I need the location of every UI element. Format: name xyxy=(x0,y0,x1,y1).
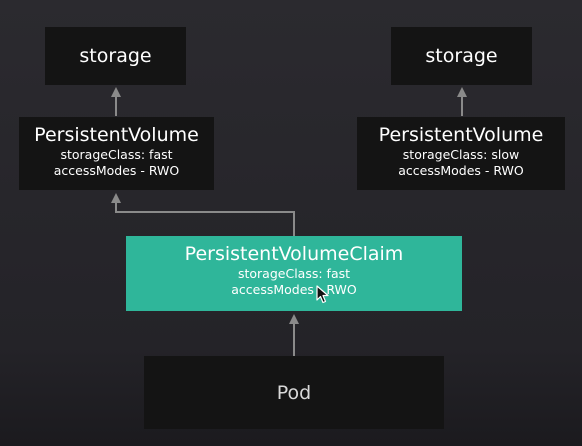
arrowhead-left-pv xyxy=(111,193,121,203)
left-persistent-volume-node: PersistentVolume storageClass: fast acce… xyxy=(19,117,214,190)
right-persistent-volume-node: PersistentVolume storageClass: slow acce… xyxy=(357,117,565,190)
left-pv-title: PersistentVolume xyxy=(34,124,199,146)
right-pv-access-modes: accessModes - RWO xyxy=(398,163,524,178)
right-pv-storage-class: storageClass: slow xyxy=(402,147,520,162)
persistent-volume-claim-node: PersistentVolumeClaim storageClass: fast… xyxy=(126,236,462,311)
left-pv-storage-class: storageClass: fast xyxy=(60,147,173,162)
mouse-cursor-icon xyxy=(316,285,329,304)
right-storage-node: storage xyxy=(391,27,532,85)
left-storage-node: storage xyxy=(45,27,186,85)
arrowhead-pvc xyxy=(289,314,299,324)
arrow-pvc-to-left-pv xyxy=(115,201,295,236)
pod-label: Pod xyxy=(276,381,312,404)
left-storage-label: storage xyxy=(79,45,152,67)
pod-node: Pod xyxy=(144,356,444,429)
left-pv-access-modes: accessModes - RWO xyxy=(53,163,180,178)
arrowhead-left-storage xyxy=(111,87,121,97)
right-pv-title: PersistentVolume xyxy=(378,124,544,146)
right-storage-label: storage xyxy=(425,45,498,67)
arrowhead-right-storage xyxy=(457,87,467,97)
pvc-storage-class: storageClass: fast xyxy=(237,266,351,281)
pvc-access-modes: accessModes - RWO xyxy=(231,282,357,297)
pvc-title: PersistentVolumeClaim xyxy=(184,243,404,265)
